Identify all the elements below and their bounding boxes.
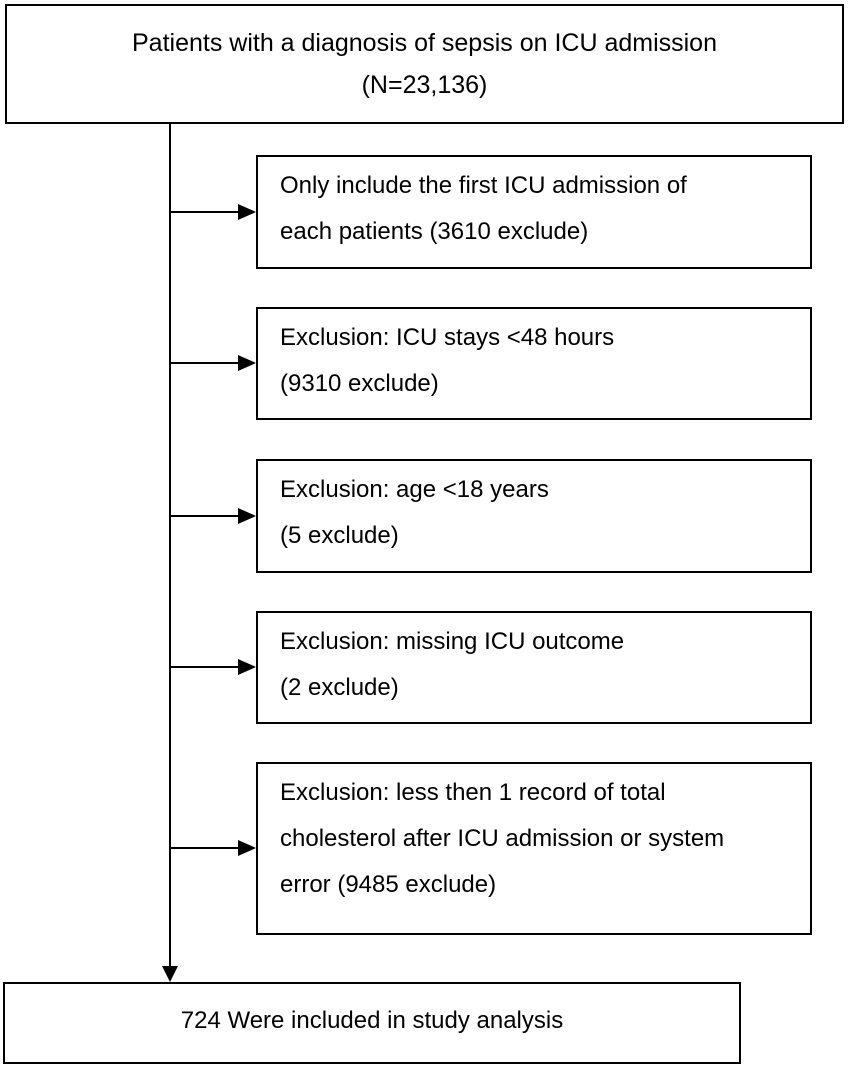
exclusion-box-text: cholesterol after ICU admission or syste…: [280, 825, 725, 852]
main-flow-arrowhead: [162, 966, 178, 982]
start-box-title: Patients with a diagnosis of sepsis on I…: [131, 29, 717, 57]
exclusion-box-icu-stay: Exclusion: ICU stays <48 hours (9310 exc…: [256, 307, 812, 420]
result-box: 724 Were included in study analysis: [3, 982, 741, 1064]
exclusion-box-text: Exclusion: age <18 years: [280, 476, 549, 503]
exclusion-box-text: error (9485 exclude): [280, 871, 497, 898]
exclusion-box-text: Only include the first ICU admission of: [280, 172, 687, 199]
branch-arrowhead-2: [238, 355, 256, 371]
exclusion-box-cholesterol: Exclusion: less then 1 record of total c…: [256, 762, 812, 935]
exclusion-box-text: Exclusion: less then 1 record of total: [280, 779, 666, 806]
branch-arrowhead-3: [238, 508, 256, 524]
exclusion-box-text: each patients (3610 exclude): [280, 218, 589, 245]
exclusion-box-text: Exclusion: ICU stays <48 hours: [280, 324, 615, 351]
exclusion-box-first-admission: Only include the first ICU admission of …: [256, 155, 812, 269]
exclusion-box-text: (5 exclude): [280, 522, 399, 549]
result-box-text: 724 Were included in study analysis: [180, 1007, 564, 1034]
exclusion-box-text: Exclusion: missing ICU outcome: [280, 628, 625, 655]
start-box-count: (N=23,136): [361, 71, 488, 99]
branch-arrowhead-5: [238, 840, 256, 856]
branch-arrowhead-1: [238, 204, 256, 220]
exclusion-box-text: (9310 exclude): [280, 370, 439, 397]
exclusion-box-missing-outcome: Exclusion: missing ICU outcome (2 exclud…: [256, 611, 812, 724]
start-box: Patients with a diagnosis of sepsis on I…: [5, 4, 844, 124]
exclusion-box-age: Exclusion: age <18 years (5 exclude): [256, 459, 812, 573]
branch-arrowhead-4: [238, 659, 256, 675]
exclusion-box-text: (2 exclude): [280, 674, 399, 701]
